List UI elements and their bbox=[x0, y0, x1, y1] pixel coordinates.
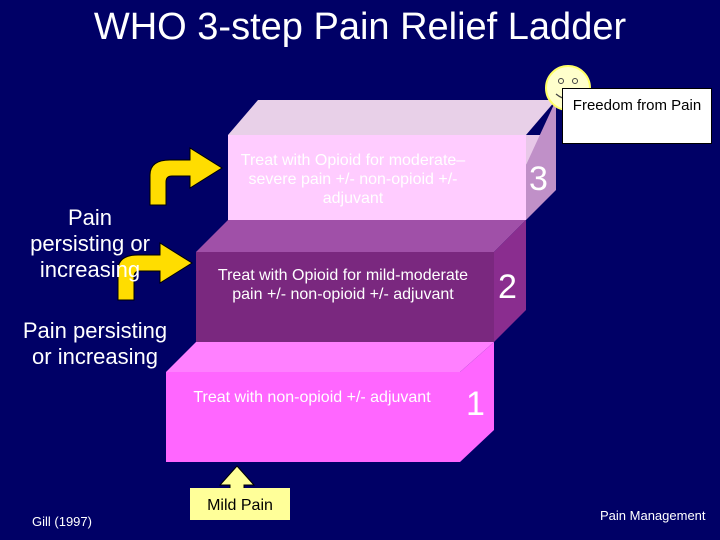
step-1-front bbox=[166, 372, 460, 462]
step-1-top bbox=[166, 342, 494, 372]
step-1-text: Treat with non-opioid +/- adjuvant bbox=[193, 389, 431, 406]
step-3-top-edge bbox=[228, 100, 556, 135]
step-2-side bbox=[494, 220, 526, 342]
curved-arrow-icon bbox=[117, 242, 193, 301]
freedom-label: Freedom from Pain bbox=[572, 97, 702, 114]
side-label-upper: Pain persisting or increasing bbox=[30, 205, 150, 282]
side-label-lower: Pain persisting or increasing bbox=[22, 318, 168, 369]
step-3-number: 3 bbox=[529, 160, 548, 198]
step-2-text: Treat with Opioid for mild-moderate pain… bbox=[217, 267, 469, 303]
step-2-top bbox=[196, 220, 526, 252]
curved-arrow-icon bbox=[149, 147, 223, 206]
footer-label: Pain Management bbox=[600, 508, 706, 523]
step-3-text: Treat with Opioid for moderate–severe pa… bbox=[240, 152, 466, 207]
citation: Gill (1997) bbox=[32, 514, 92, 529]
slide-title: WHO 3-step Pain Relief Ladder bbox=[93, 6, 627, 48]
step-1-number: 1 bbox=[466, 385, 485, 423]
step-3-side bbox=[526, 100, 556, 220]
mild-pain-box: Mild Pain bbox=[190, 488, 290, 520]
step-2-front bbox=[196, 252, 494, 342]
step-3-front bbox=[228, 135, 526, 220]
freedom-from-pain-box: Freedom from Pain bbox=[562, 88, 712, 144]
step-2-number: 2 bbox=[498, 268, 517, 306]
step-1-side bbox=[460, 342, 494, 462]
